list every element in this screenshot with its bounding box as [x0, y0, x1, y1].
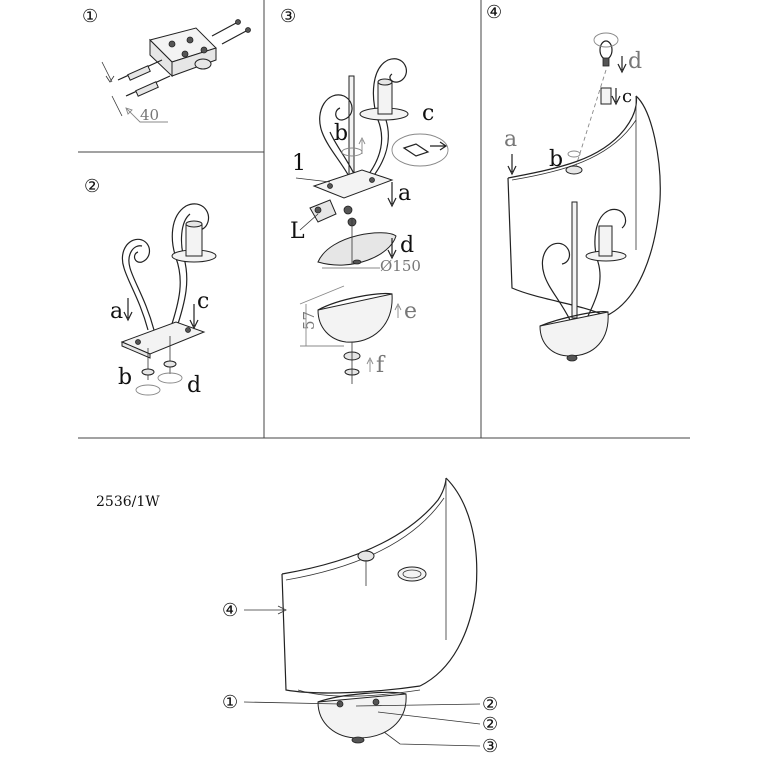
base-bowl — [539, 311, 609, 362]
callout-base-number: ① — [222, 692, 238, 713]
arrow-f-icon — [366, 356, 374, 372]
panel-2-label-a: a — [110, 299, 123, 324]
lower-bowl — [317, 293, 393, 343]
depth-dimension: 40 — [125, 106, 168, 124]
scroll-arm — [541, 201, 627, 321]
panel-1-step-number: ① — [82, 6, 98, 27]
arrow-d-icon — [617, 56, 627, 74]
dimension-40-label: 40 — [140, 106, 159, 124]
arm-base-plate — [312, 169, 394, 199]
callout-shade-number: ④ — [222, 600, 238, 621]
panel-3-label-a: a — [398, 181, 411, 206]
socket-detail — [391, 133, 449, 167]
candle-cup — [359, 78, 409, 121]
arrow-b-icon — [358, 136, 366, 154]
overview: 2536/1W ④ ① — [96, 477, 498, 757]
dimension-height-label: 57 — [300, 311, 318, 330]
callout-arm-top-line — [355, 703, 481, 707]
arrow-c-icon — [611, 88, 621, 106]
panel-3-label-d: d — [400, 233, 414, 258]
lamp-shade — [507, 95, 661, 317]
panel-4: ④ d c b a — [486, 2, 661, 362]
screw-icon — [211, 19, 251, 45]
model-number: 2536/1W — [96, 494, 160, 510]
shade-nut — [565, 165, 583, 175]
panel-3-label-c: c — [422, 101, 434, 126]
panel-1: ① — [82, 6, 251, 124]
panel-4-label-c: c — [622, 86, 632, 107]
panel-3: ③ — [280, 6, 449, 384]
arrow-e-icon — [394, 302, 402, 318]
height-dimension: 57 — [299, 285, 345, 347]
panel-3-label-f: f — [376, 353, 386, 378]
callout-base-line — [243, 701, 341, 705]
arrow-d-icon — [387, 238, 397, 260]
panel-2-step-number: ② — [84, 176, 100, 197]
callout-arm-bottom-number: ② — [482, 714, 498, 735]
panel-2-label-d: d — [187, 373, 201, 398]
panel-4-label-d: d — [628, 49, 642, 74]
panel-2-label-b: b — [118, 365, 132, 390]
panel-4-label-a: a — [504, 127, 517, 152]
arrow-a-icon — [123, 298, 133, 322]
panel-2: ② — [84, 176, 217, 398]
panel-4-label-b: b — [549, 147, 563, 172]
base-bowl — [317, 691, 407, 744]
callout-shade-line — [244, 605, 287, 615]
l-bracket — [309, 199, 357, 227]
candle-cup — [397, 566, 427, 582]
arrow-c-icon — [189, 304, 199, 330]
diameter-dimension: Ø150 — [322, 257, 421, 275]
nut-icon — [135, 336, 183, 396]
dimension-diameter-label: Ø150 — [380, 257, 421, 275]
callout-arm-top-number: ② — [482, 694, 498, 715]
callout-canopy-line — [383, 731, 481, 747]
bulb-icon — [593, 32, 619, 67]
arrow-a-icon — [387, 182, 397, 208]
callout-arm-bottom-line — [377, 711, 481, 725]
candle-cup — [171, 220, 217, 263]
washer-icon — [343, 342, 361, 384]
lamp-shade — [281, 477, 478, 697]
arm-base-plate — [120, 321, 206, 359]
panel-3-label-b: b — [334, 121, 348, 146]
arrow-a-icon — [507, 154, 517, 176]
panel-3-label-1: 1 — [292, 151, 306, 176]
panel-3-label-e: e — [404, 299, 417, 324]
wall-anchor-icon — [101, 59, 171, 117]
wall-bracket — [149, 27, 217, 78]
panel-3-label-L: L — [290, 219, 305, 244]
panel-frame — [78, 0, 690, 439]
panel-2-label-c: c — [197, 289, 209, 314]
panel-3-step-number: ③ — [280, 6, 296, 27]
callout-canopy-number: ③ — [482, 736, 498, 757]
upper-canopy — [317, 218, 397, 266]
panel-4-step-number: ④ — [486, 2, 502, 23]
shade-nut — [357, 550, 375, 562]
sleeve-icon — [600, 87, 612, 105]
